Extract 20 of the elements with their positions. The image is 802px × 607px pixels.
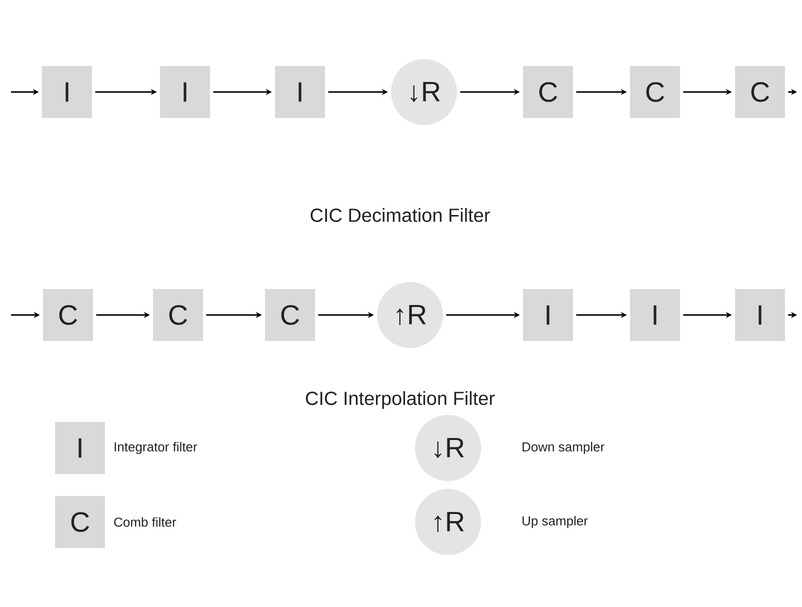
row-title: CIC Decimation Filter — [310, 208, 490, 222]
filter-box: C — [265, 289, 315, 341]
filter-box: C — [735, 66, 786, 118]
filter-box: C — [55, 496, 105, 548]
filter-box: I — [735, 289, 786, 341]
filter-box: I — [160, 66, 210, 118]
legend-text: Down sampler — [522, 442, 604, 454]
filter-box: C — [630, 66, 680, 118]
filter-box: C — [523, 66, 573, 118]
filter-box: C — [153, 289, 203, 341]
legend-text: Up sampler — [522, 516, 588, 528]
legend-text: Comb filter — [114, 517, 176, 527]
filter-box: C — [43, 289, 93, 341]
legend-text: Integrator filter — [114, 442, 198, 454]
filter-box: I — [42, 66, 92, 118]
filter-box: I — [275, 66, 325, 118]
row-title: CIC Interpolation Filter — [306, 391, 495, 409]
filter-box: I — [55, 422, 105, 474]
filter-box: I — [523, 289, 573, 341]
filter-box: I — [630, 289, 680, 341]
